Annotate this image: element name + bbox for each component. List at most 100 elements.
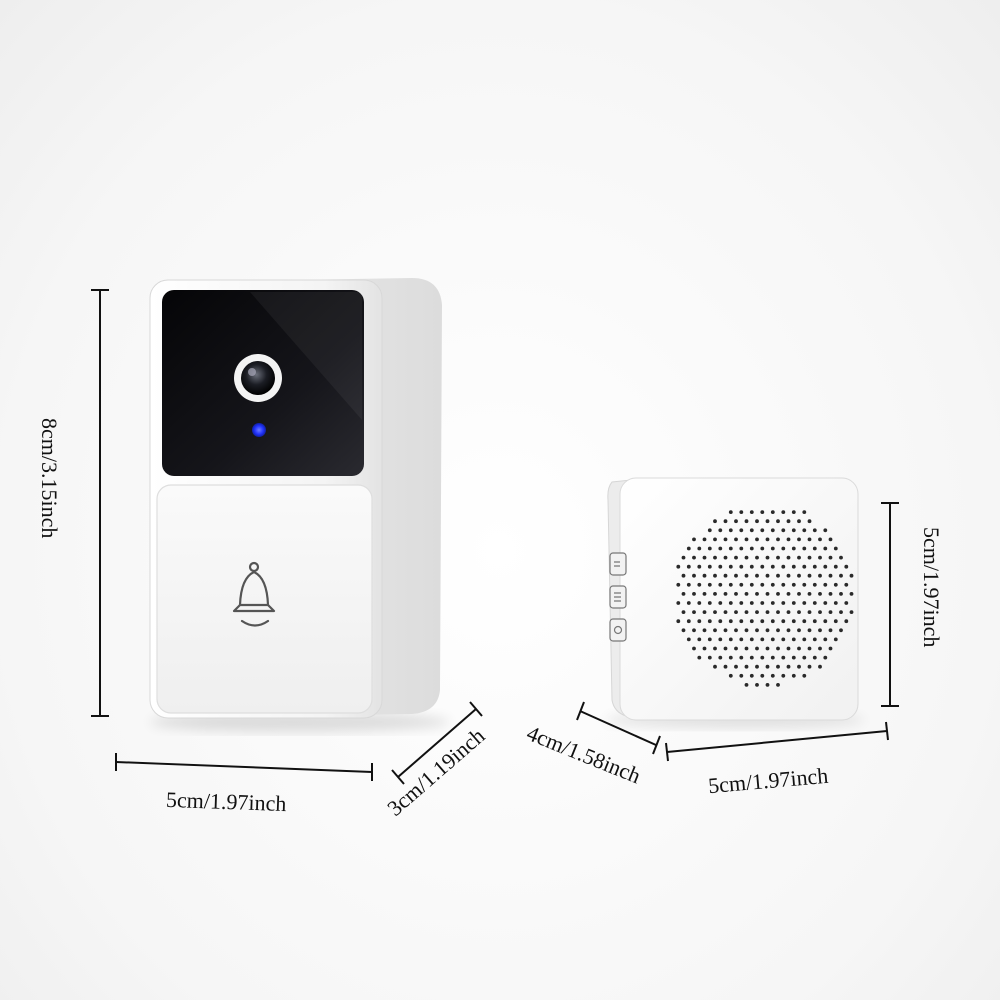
speaker-hole [765,555,770,560]
speaker-hole [776,646,780,651]
speaker-hole [833,637,838,642]
speaker-hole [718,564,723,569]
speaker-hole [755,646,759,651]
speaker-hole [676,564,681,569]
speaker-hole [797,519,801,524]
speaker-hole [744,664,749,669]
speaker-hole [739,582,744,587]
speaker-hole [839,555,843,560]
speaker-hole [713,519,717,524]
speaker-hole [797,610,801,614]
speaker-hole [812,601,817,605]
speaker-hole [744,519,749,524]
speaker-hole [686,546,691,551]
speaker-hole [828,592,833,596]
speaker-grille-icon [676,510,854,687]
speaker-hole [765,519,770,524]
speaker-hole [697,582,702,587]
speaker-hole [786,628,791,633]
speaker-hole [791,601,796,605]
speaker-hole [749,655,754,660]
speaker-hole [739,564,744,569]
speaker-hole [739,619,744,624]
speaker-hole [692,628,696,633]
speaker-hole [723,519,728,524]
speaker-hole [797,646,801,651]
speaker-hole [760,637,765,642]
speaker-hole [686,601,691,605]
speaker-hole [744,610,749,614]
speaker-hole [833,564,838,569]
speaker-hole [844,582,849,587]
speaker-hole [692,573,696,578]
speaker-hole [791,673,796,678]
speaker-hole [839,610,843,614]
speaker-hole [765,646,770,651]
speaker-hole [802,637,807,642]
speaker-hole [770,655,775,660]
speaker-hole [707,582,712,587]
speaker-hole [807,664,812,669]
speaker-hole [755,664,759,669]
speaker-hole [823,601,828,605]
speaker-hole [723,628,728,633]
speaker-hole [781,546,786,551]
speaker-hole [844,564,849,569]
speaker-hole [818,555,822,560]
speaker-hole [765,683,770,687]
speaker-hole [681,555,686,560]
speaker-hole [713,573,717,578]
speaker-hole [713,592,717,596]
speaker-hole [770,564,775,569]
speaker-hole [728,564,733,569]
speaker-hole [833,582,838,587]
speaker-hole [749,619,754,624]
speaker-hole [823,655,828,660]
speaker-hole [749,528,754,533]
speaker-hole [807,537,812,542]
speaker-hole [786,592,791,596]
speaker-hole [802,601,807,605]
speaker-hole [833,546,838,551]
speaker-hole [776,555,780,560]
speaker-hole [760,619,765,624]
speaker-hole [828,573,833,578]
speaker-hole [755,555,759,560]
speaker-hole [749,637,754,642]
speaker-hole [681,610,686,614]
speaker-hole [849,610,854,614]
doorbell-width-line [115,761,373,773]
speaker-hole [686,582,691,587]
speaker-hole [770,510,775,514]
speaker-hole [781,510,786,514]
speaker-hole [760,546,765,551]
speaker-hole [781,564,786,569]
speaker-hole [749,673,754,678]
speaker-hole [818,610,822,614]
speaker-hole [770,619,775,624]
speaker-hole [765,573,770,578]
speaker-hole [760,601,765,605]
speaker-hole [718,528,723,533]
speaker-hole [849,592,854,596]
speaker-hole [713,646,717,651]
speaker-hole [760,528,765,533]
speaker-hole [749,564,754,569]
speaker-hole [734,664,738,669]
speaker-hole [676,601,681,605]
speaker-hole [728,601,733,605]
doorbell-width-label: 5cm/1.97inch [165,786,287,817]
speaker-hole [760,510,765,514]
chime-front [619,477,859,721]
speaker-hole [791,655,796,660]
speaker-hole [818,592,822,596]
speaker-hole [755,628,759,633]
speaker-hole [802,619,807,624]
speaker-hole [797,628,801,633]
speaker-hole [807,573,812,578]
doorbell-depth-line [397,708,477,778]
speaker-hole [786,519,791,524]
speaker-hole [765,664,770,669]
speaker-hole [723,664,728,669]
speaker-hole [702,628,707,633]
